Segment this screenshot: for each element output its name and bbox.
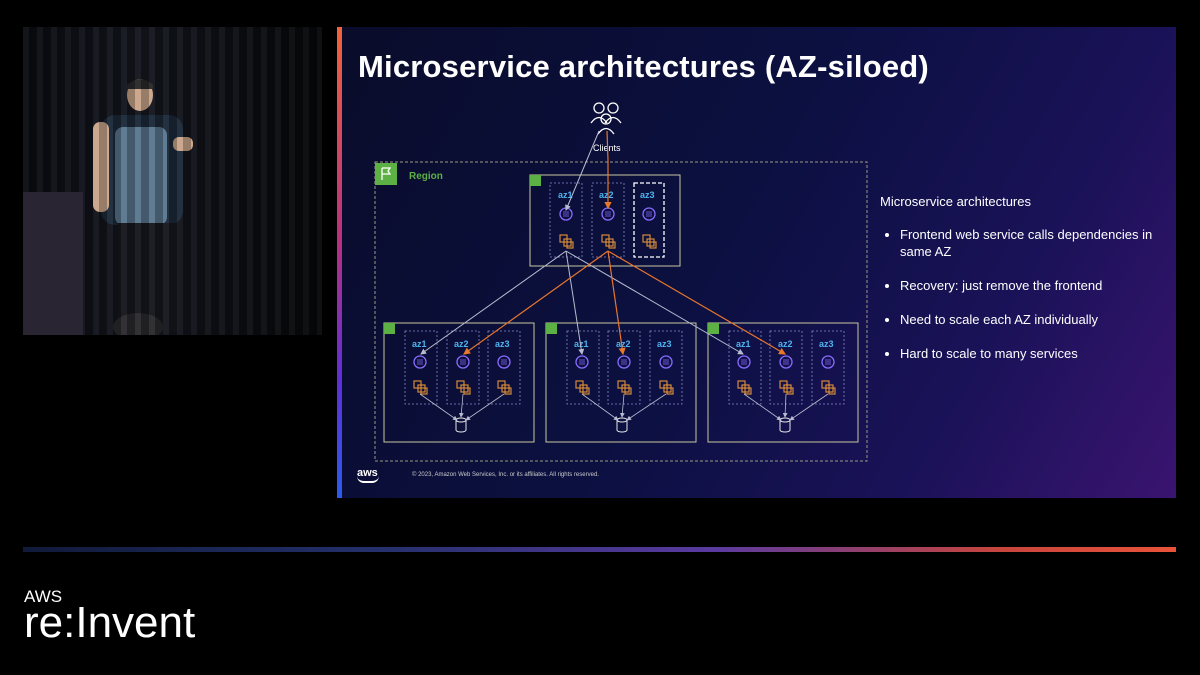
bullet-item: Need to scale each AZ individually <box>900 311 1170 328</box>
speaker-figure <box>93 79 193 335</box>
service-group-3: az1 az2 az3 <box>707 322 859 443</box>
container-icon <box>559 234 574 249</box>
service-icon <box>779 355 793 369</box>
service-icon <box>413 355 427 369</box>
aws-logo-text: aws <box>357 467 378 479</box>
architecture-diagram: Region Clients az1 az2 az3 <box>374 102 868 462</box>
service-icon <box>642 207 656 221</box>
slide-accent-bar <box>337 27 342 498</box>
service-icon <box>737 355 751 369</box>
service-icon <box>659 355 673 369</box>
brand-event: re:Invent <box>24 598 196 647</box>
container-icon <box>456 380 471 395</box>
service-group-2: az1 az2 az3 <box>545 322 697 443</box>
group1-az2-label: az2 <box>454 339 469 349</box>
bullet-item: Recovery: just remove the frontend <box>900 277 1170 294</box>
container-icon <box>737 380 752 395</box>
clients-icon <box>590 102 622 135</box>
region-boundary <box>374 161 868 462</box>
group1-az1-label: az1 <box>412 339 427 349</box>
aws-logo: aws <box>357 467 379 483</box>
database-icon <box>779 417 791 433</box>
container-icon <box>821 380 836 395</box>
group1-az3-label: az3 <box>495 339 510 349</box>
bullet-list: Microservice architectures Frontend web … <box>880 194 1170 379</box>
service-icon <box>497 355 511 369</box>
brand-aws: AWS <box>24 587 63 606</box>
frontend-az1-label: az1 <box>558 190 573 200</box>
podium <box>23 192 83 335</box>
container-icon <box>575 380 590 395</box>
container-icon <box>601 234 616 249</box>
container-icon <box>779 380 794 395</box>
service-icon <box>821 355 835 369</box>
region-label: Region <box>409 171 443 182</box>
container-icon <box>659 380 674 395</box>
container-icon <box>413 380 428 395</box>
frontend-az3-label: az3 <box>640 190 655 200</box>
gradient-divider <box>23 547 1176 552</box>
group3-az1-label: az1 <box>736 339 751 349</box>
database-icon <box>616 417 628 433</box>
slide-title: Microservice architectures (AZ-siloed) <box>358 49 929 84</box>
frontend-az3-disabled: az3 <box>633 182 665 258</box>
frontend-group <box>529 174 681 267</box>
service-icon <box>601 207 615 221</box>
frontend-az1: az1 <box>549 182 583 258</box>
group3-az3-label: az3 <box>819 339 834 349</box>
frontend-az2-label: az2 <box>599 190 614 200</box>
reinvent-logo: AWS re:Invent <box>24 587 196 647</box>
group2-az3-label: az3 <box>657 339 672 349</box>
database-icon <box>455 417 467 433</box>
aws-smile-icon <box>357 476 379 483</box>
bullet-item: Hard to scale to many services <box>900 345 1170 362</box>
service-icon <box>575 355 589 369</box>
bullet-item: Frontend web service calls dependencies … <box>900 226 1170 260</box>
service-group-1: az1 az2 az3 <box>383 322 535 443</box>
container-icon <box>497 380 512 395</box>
group2-az1-label: az1 <box>574 339 589 349</box>
service-icon <box>617 355 631 369</box>
service-icon <box>456 355 470 369</box>
presentation-slide: Microservice architectures (AZ-siloed) <box>337 27 1176 498</box>
bullets-heading: Microservice architectures <box>880 194 1031 209</box>
group2-az2-label: az2 <box>616 339 631 349</box>
container-icon <box>617 380 632 395</box>
container-icon <box>642 234 657 249</box>
copyright-text: © 2023, Amazon Web Services, Inc. or its… <box>412 472 599 478</box>
speaker-video <box>23 27 322 335</box>
group3-az2-label: az2 <box>778 339 793 349</box>
